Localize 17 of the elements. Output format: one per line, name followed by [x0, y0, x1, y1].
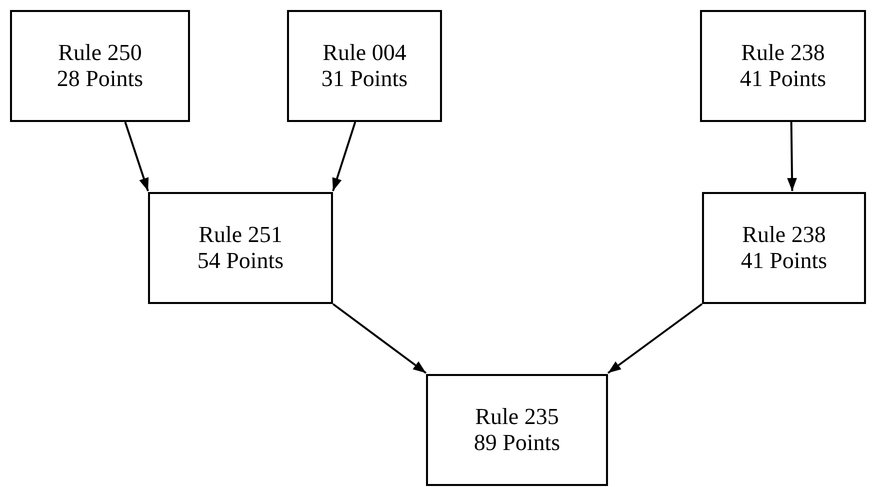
rule-name: Rule 238: [741, 40, 825, 66]
arrow: [607, 303, 703, 374]
rule-name: Rule 250: [58, 40, 142, 66]
arrow: [332, 303, 427, 374]
points-label: 31 Points: [321, 66, 408, 92]
points-label: 89 Points: [474, 430, 560, 456]
arrow: [787, 122, 797, 192]
rule-name: Rule 235: [475, 404, 559, 430]
points-label: 54 Points: [197, 248, 284, 274]
arrow: [332, 122, 356, 192]
points-label: 41 Points: [740, 248, 828, 274]
rule-name: Rule 238: [742, 222, 826, 248]
arrow: [124, 122, 149, 192]
points-label: 28 Points: [56, 66, 144, 92]
rule-name: Rule 251: [198, 222, 282, 248]
points-label: 41 Points: [740, 66, 826, 92]
rule-name: Rule 004: [322, 40, 406, 66]
